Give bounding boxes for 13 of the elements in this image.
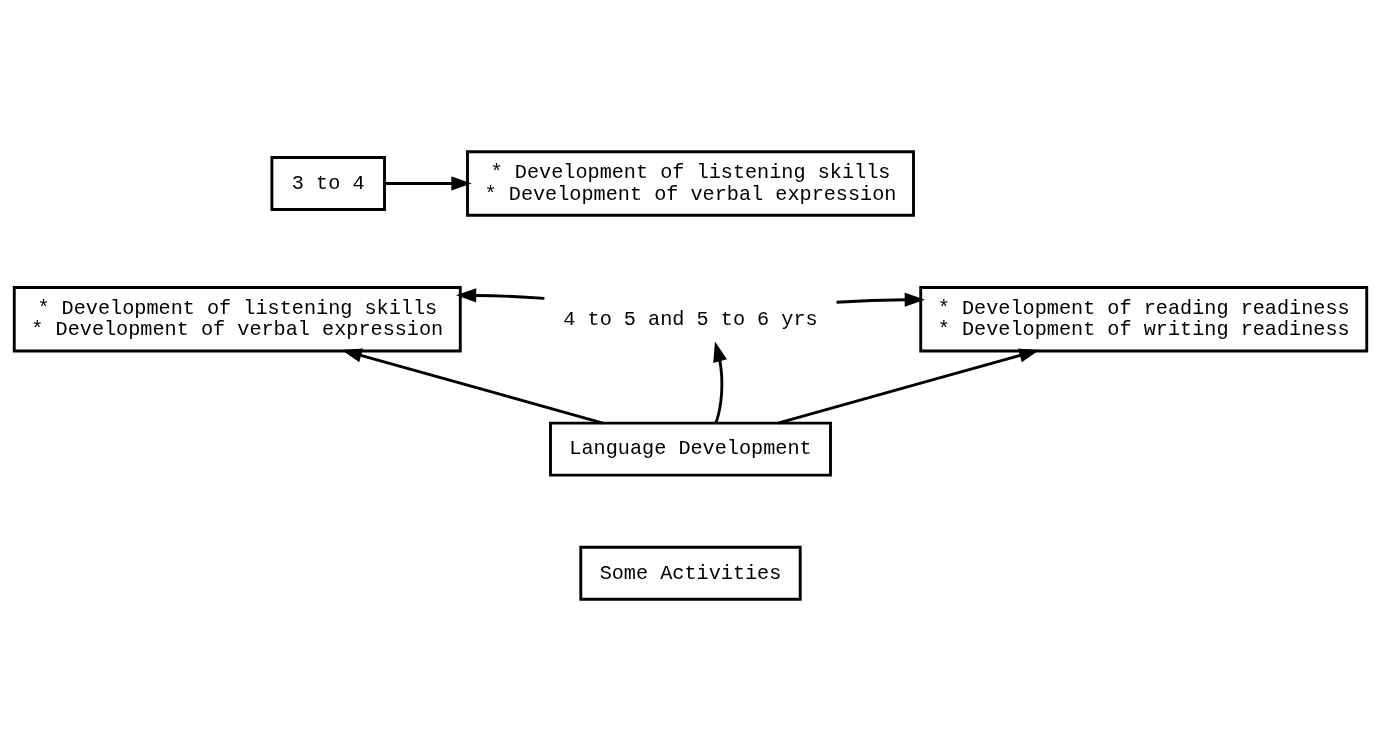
node-box: Some Activities bbox=[579, 545, 802, 601]
node-text: 4 to 5 and 5 to 6 yrs bbox=[563, 307, 818, 331]
node-box: * Development of listening skills * Development of verbal expression bbox=[12, 286, 462, 353]
arrow bbox=[384, 176, 472, 191]
node-box: * Development of listening skills * Development of verbal expression bbox=[466, 150, 915, 217]
arrow bbox=[341, 348, 604, 425]
arrow bbox=[713, 341, 727, 424]
node-box: Language Development bbox=[549, 421, 832, 477]
arrow bbox=[777, 348, 1040, 425]
node-box: 3 to 4 bbox=[270, 156, 386, 211]
arrow bbox=[455, 288, 545, 303]
arrow bbox=[836, 292, 925, 307]
node-box: * Development of reading readiness * Development of writing readiness bbox=[919, 286, 1369, 353]
